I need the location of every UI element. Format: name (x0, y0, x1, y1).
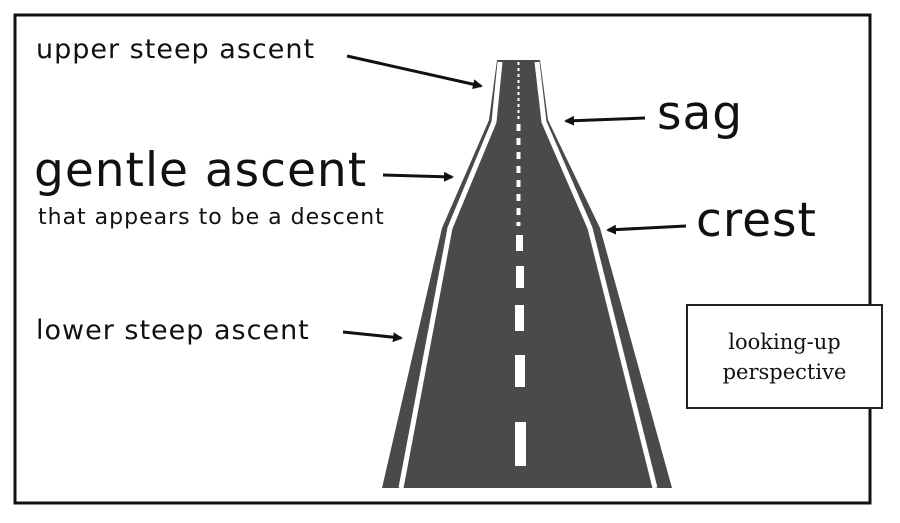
perspective-note-box: looking-up perspective (686, 304, 883, 409)
label-sag: sag (657, 86, 744, 141)
right-edge-line (534, 61, 658, 489)
note-line-1: looking-up (728, 329, 841, 354)
label-gentle-ascent-subtitle: that appears to be a descent (38, 205, 385, 230)
arrow-gentle (382, 171, 454, 182)
arrow-crest (606, 224, 687, 235)
center-line-lower (515, 235, 526, 466)
label-crest: crest (696, 193, 817, 248)
arrow-lower-steep (342, 330, 403, 343)
left-edge-line (398, 61, 503, 489)
label-upper-steep-ascent: upper steep ascent (36, 34, 316, 65)
outer-frame (13, 13, 872, 505)
note-line-2: perspective (722, 359, 847, 384)
label-lower-steep-ascent: lower steep ascent (36, 315, 310, 346)
label-gentle-ascent: gentle ascent (34, 143, 368, 198)
road-surface (382, 60, 672, 488)
arrow-upper-steep (346, 54, 483, 90)
arrow-sag (564, 115, 646, 126)
